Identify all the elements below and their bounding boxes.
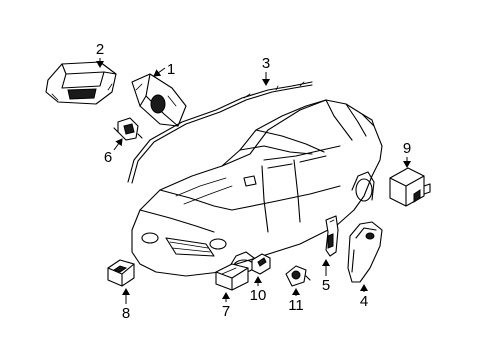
leader-lines [96, 58, 411, 304]
impact-sensor-bracket [113, 117, 143, 141]
callout-7: 7 [222, 303, 230, 320]
callout-10: 10 [250, 287, 267, 304]
callout-2: 2 [96, 41, 104, 58]
seat-side-airbag [347, 221, 383, 283]
callout-labels: 2 1 3 6 9 5 4 8 7 10 11 [96, 41, 411, 322]
callout-9: 9 [403, 140, 411, 157]
side-curtain-airbag [127, 81, 313, 184]
crash-sensor [285, 265, 311, 287]
callout-11: 11 [288, 297, 304, 314]
side-sensor-strip [325, 215, 339, 257]
driver-airbag-module [45, 61, 117, 105]
callout-3: 3 [262, 55, 270, 72]
front-impact-sensor [251, 253, 271, 275]
callout-8: 8 [122, 305, 130, 322]
callout-4: 4 [360, 293, 368, 310]
callout-1: 1 [167, 61, 175, 78]
callout-5: 5 [322, 277, 330, 294]
passenger-airbag-module [131, 73, 187, 127]
occupant-sensor [107, 259, 135, 287]
control-module [215, 263, 249, 291]
callout-6: 6 [104, 149, 112, 166]
restraint-control-module [389, 167, 431, 207]
vehicle-body [131, 99, 383, 277]
